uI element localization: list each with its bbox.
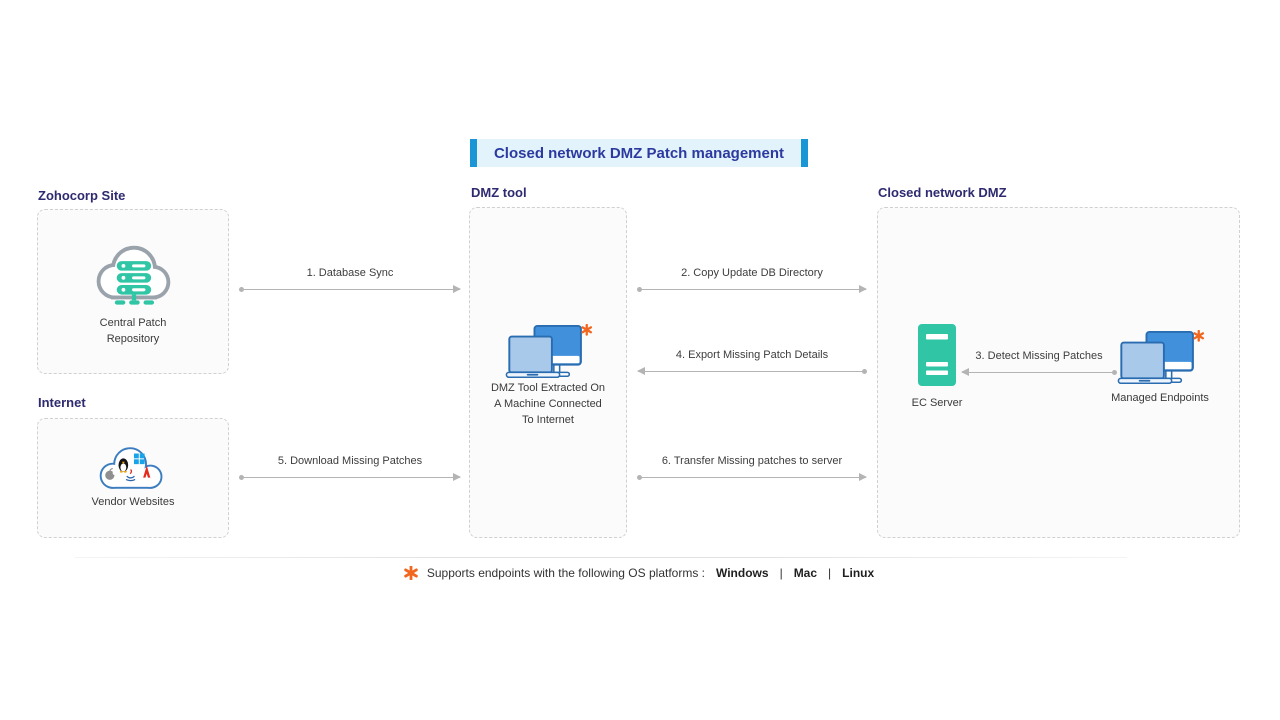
separator: | (779, 566, 783, 580)
arrow-export-missing-patch-details: 4. Export Missing Patch Details (637, 349, 867, 375)
footnote: Supports endpoints with the following OS… (0, 566, 1280, 580)
arrow-line (961, 368, 1117, 376)
cloud-server-icon (89, 236, 177, 313)
platform-mac: Mac (793, 566, 818, 580)
windows-logo (133, 453, 145, 465)
arrow-label: 1. Database Sync (306, 267, 394, 279)
arrow-label: 5. Download Missing Patches (277, 455, 423, 467)
apple-logo (105, 467, 117, 480)
diagram-title: Closed network DMZ Patch management (493, 144, 785, 162)
platform-windows: Windows (716, 566, 769, 580)
arrow-label: 2. Copy Update DB Directory (681, 267, 823, 279)
arrow-line (239, 285, 461, 293)
laptop-monitor-icon (1116, 329, 1206, 390)
vendor-cloud-icon (95, 440, 171, 496)
separator: | (828, 566, 832, 580)
arrow-line (239, 473, 461, 481)
closed-network-dmz-header: Closed network DMZ (878, 185, 1007, 200)
platform-linux: Linux (842, 566, 875, 580)
central-patch-repository-label: Central Patch Repository (99, 317, 167, 345)
asterisk-icon (1193, 329, 1205, 342)
zohocorp-site-header: Zohocorp Site (38, 188, 126, 203)
linux-penguin (118, 458, 129, 473)
arrow-database-sync: 1. Database Sync (239, 267, 461, 293)
arrow-detect-missing-patches: 3. Detect Missing Patches (961, 350, 1117, 376)
arrow-line (637, 367, 867, 375)
arrow-label: 6. Transfer Missing patches to server (661, 455, 843, 467)
arrow-line (637, 285, 867, 293)
internet-header: Internet (38, 395, 86, 410)
dmz-tool-machine-label: DMZ Tool Extracted On A Machine Connecte… (490, 382, 606, 426)
laptop-monitor-icon (504, 323, 594, 384)
managed-endpoints-label: Managed Endpoints (1111, 392, 1209, 404)
java-logo (125, 469, 136, 482)
arrow-copy-update-db: 2. Copy Update DB Directory (637, 267, 867, 293)
arrow-label: 3. Detect Missing Patches (975, 350, 1103, 362)
dmz-tool-header: DMZ tool (471, 185, 527, 200)
arrow-line (637, 473, 867, 481)
asterisk-icon (581, 323, 593, 336)
arrow-label: 4. Export Missing Patch Details (675, 349, 829, 361)
vendor-websites-label: Vendor Websites (91, 496, 175, 508)
arrow-download-missing-patches: 5. Download Missing Patches (239, 455, 461, 481)
adobe-logo (143, 465, 151, 478)
ec-server-label: EC Server (911, 397, 963, 409)
footnote-text: Supports endpoints with the following OS… (426, 566, 705, 580)
footer-divider (75, 557, 1127, 558)
server-tower-icon (918, 324, 956, 386)
heavy-asterisk-icon (404, 566, 418, 580)
diagram-title-banner: Closed network DMZ Patch management (470, 139, 808, 167)
arrow-transfer-missing-patches: 6. Transfer Missing patches to server (637, 455, 867, 481)
